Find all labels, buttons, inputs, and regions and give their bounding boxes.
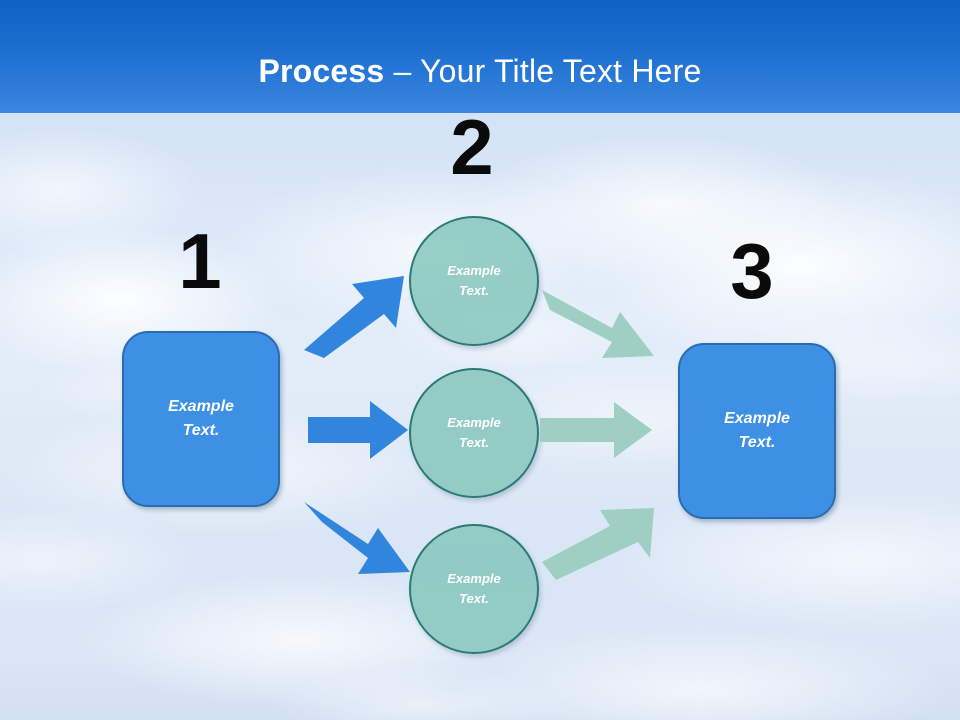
circle-bottom-line1: Example	[447, 571, 501, 586]
arrow-up-right-icon-blue-top	[304, 276, 404, 358]
step-number-1: 1	[178, 217, 222, 305]
circle-top-line2: Text.	[459, 283, 489, 298]
process-circle-middle[interactable]: Example Text.	[409, 368, 539, 498]
arrow-down-right-icon-green-top	[542, 290, 654, 358]
circle-middle-line1: Example	[447, 415, 501, 430]
start-box-line2: Text.	[182, 422, 220, 439]
circle-top-line1: Example	[447, 263, 501, 278]
slide-title-bold: Process	[258, 53, 385, 89]
process-circle-bottom[interactable]: Example Text.	[409, 524, 539, 654]
end-box-label: Example Text.	[724, 407, 790, 455]
circle-bottom-label: Example Text.	[447, 569, 500, 609]
end-process-box[interactable]: Example Text.	[678, 343, 836, 519]
circle-middle-label: Example Text.	[447, 413, 500, 453]
slide-header-band	[0, 0, 960, 113]
circle-top-label: Example Text.	[447, 261, 500, 301]
start-box-line1: Example	[168, 398, 234, 415]
arrow-down-right-icon-blue-bottom	[304, 502, 410, 574]
circle-bottom-line2: Text.	[459, 591, 489, 606]
end-box-line1: Example	[724, 410, 790, 427]
end-box-line2: Text.	[738, 434, 776, 451]
process-circle-top[interactable]: Example Text.	[409, 216, 539, 346]
slide-title-rest: – Your Title Text Here	[384, 53, 702, 89]
arrow-right-icon-blue-middle	[308, 401, 408, 459]
arrow-up-right-icon-green-bottom	[542, 508, 654, 580]
start-box-label: Example Text.	[168, 395, 234, 443]
circle-middle-line2: Text.	[459, 435, 489, 450]
slide-title: Process – Your Title Text Here	[0, 52, 960, 90]
step-number-3: 3	[730, 227, 774, 315]
step-number-2: 2	[450, 103, 494, 191]
start-process-box[interactable]: Example Text.	[122, 331, 280, 507]
arrow-right-icon-green-middle	[540, 402, 652, 458]
